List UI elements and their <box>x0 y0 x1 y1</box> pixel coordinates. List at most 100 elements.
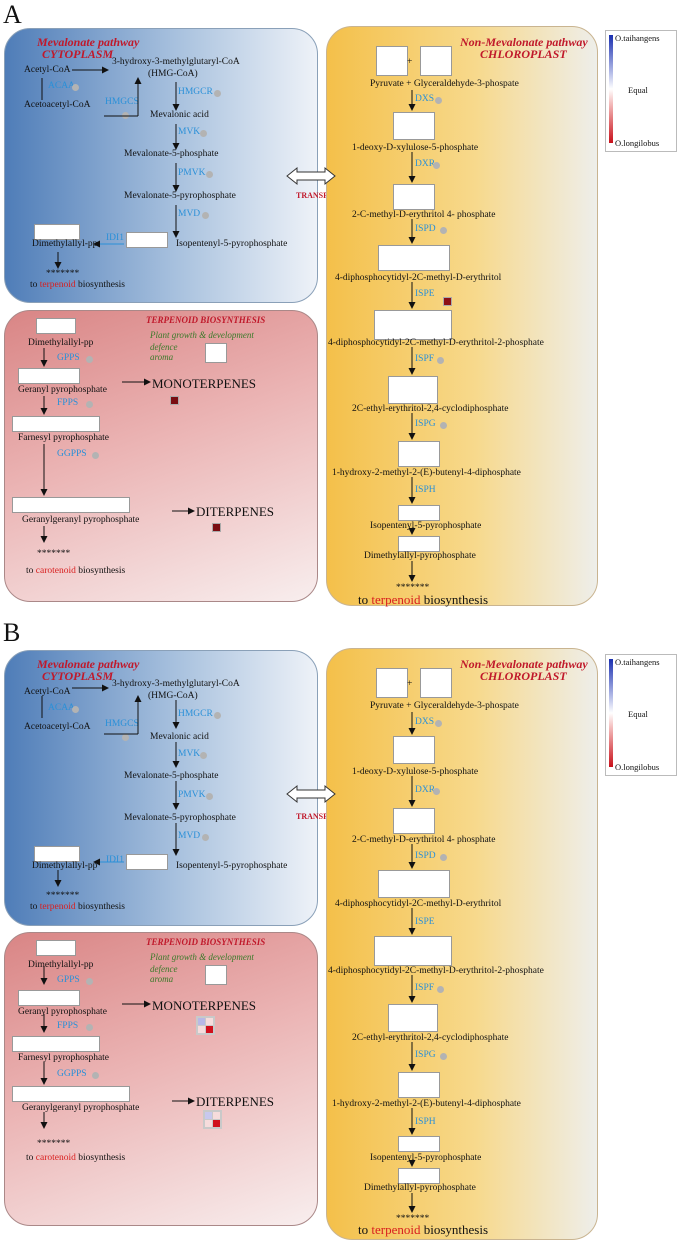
stars: ******* <box>46 891 80 901</box>
heatmap-cell <box>198 1018 205 1025</box>
cdp-me2p-structure-image <box>374 936 452 966</box>
heatmap-cell <box>205 1120 212 1127</box>
enzyme-hmgcs: HMGCS <box>105 719 139 729</box>
dmapp: Dimethylallyl-pyrophosphate <box>364 551 476 561</box>
color-legend: O.taihangens Equal O.longilobus <box>605 654 677 776</box>
mva-subtitle: CYTOPLASM <box>42 669 114 683</box>
mva-title: Mevalonate pathway <box>37 657 140 671</box>
mep-subtitle: CHLOROPLAST <box>480 47 567 61</box>
dmapp-structure-image <box>36 318 76 334</box>
enzyme-fpps: FPPS <box>57 1021 79 1031</box>
expression-dot <box>437 986 444 993</box>
ggpp-structure-image <box>12 1086 130 1102</box>
ipp: Isopentenyl-5-pyrophosphate <box>370 521 482 531</box>
hmbpp-structure-image <box>398 1072 440 1098</box>
hmg-coa-abbrev: (HMG-CoA) <box>148 691 198 701</box>
enzyme-gpps: GPPS <box>57 975 80 985</box>
expression-dot <box>435 97 442 104</box>
mevalonic-acid: Mevalonic acid <box>150 110 209 120</box>
cdp-me2p-structure-image <box>374 310 452 340</box>
monoterpenes: MONOTERPENES <box>152 998 257 1013</box>
legend-bottom-label: O.longilobus <box>615 138 660 148</box>
mevalonate-5-phosphate: Mevalonate-5-phosphate <box>124 771 219 781</box>
heatmap-cell <box>212 523 221 532</box>
enzyme-ispd: ISPD <box>415 851 436 861</box>
enzyme-mvd: MVD <box>178 209 201 219</box>
dmapp-structure-image <box>34 224 80 240</box>
to-terpenoid-text: to terpenoid biosynthesis <box>358 1222 489 1237</box>
pyruvate-structure-image <box>376 46 408 76</box>
plus-sign: + <box>407 679 413 689</box>
heatmap-cell <box>206 1026 213 1033</box>
farnesyl-pyrophosphate: Farnesyl pyrophosphate <box>18 1053 110 1063</box>
heatmap-cell <box>443 297 452 306</box>
acetoacetyl-coa: Acetoacetyl-CoA <box>24 100 91 110</box>
expression-dot <box>433 788 440 795</box>
g3p-structure-image <box>420 46 452 76</box>
mep-title: Non-Mevalonate pathway <box>460 657 588 671</box>
mep-structure-image <box>393 184 435 210</box>
enzyme-ispf: ISPF <box>415 354 435 364</box>
expression-dot <box>202 212 209 219</box>
enzyme-acaa: ACAA <box>48 703 75 713</box>
enzyme-dxs: DXS <box>415 94 435 104</box>
hmg-coa-name: 3-hydroxy-3-methylglutaryl-CoA <box>112 57 240 67</box>
transport-label: TRANSPORT <box>296 812 346 821</box>
legend-mid-label: Equal <box>628 85 648 95</box>
dmapp-structure-image <box>398 536 440 552</box>
expression-dot <box>86 1024 93 1031</box>
expression-dot <box>437 357 444 364</box>
geranyl-pyrophosphate: Geranyl pyrophosphate <box>18 1007 107 1017</box>
transport-arrow <box>286 166 336 186</box>
pyruvate-g3p: Pyruvate + Glyceraldehyde-3-phospate <box>370 79 519 89</box>
enzyme-dxr: DXR <box>415 159 436 169</box>
defence-text: defence <box>150 342 178 352</box>
mevalonate-5-pyrophosphate: Mevalonate-5-pyrophosphate <box>124 191 236 201</box>
enzyme-ggpps: GGPPS <box>57 449 87 459</box>
heatmap-cell <box>206 1018 213 1025</box>
legend-top-label: O.taihangens <box>615 33 660 43</box>
dmapp-structure-image <box>398 1168 440 1184</box>
dxp: 1-deoxy-D-xylulose-5-phosphate <box>352 767 479 777</box>
terpenoid-box <box>4 932 318 1226</box>
panel-label: A <box>3 0 22 29</box>
enzyme-idi1: IDI1 <box>106 233 124 243</box>
enzyme-dxr: DXR <box>415 785 436 795</box>
enzyme-hmgcr: HMGCR <box>178 709 213 719</box>
acetyl-coa: Acetyl-CoA <box>24 687 71 697</box>
expression-dot <box>440 1053 447 1060</box>
panel-b: B Mevalonate pathway CYTOPLASM Acetyl-Co… <box>0 618 683 1240</box>
enzyme-ggpps: GGPPS <box>57 1069 87 1079</box>
expression-dot <box>435 720 442 727</box>
dmapp-structure-image <box>36 940 76 956</box>
mecpp: 2C-ethyl-erythritol-2,4-cyclodiphosphate <box>352 1033 509 1043</box>
stars: ******* <box>396 583 430 593</box>
dxp-structure-image <box>393 112 435 140</box>
heatmap-grid-di <box>203 1110 222 1129</box>
enzyme-idi1: IDI1 <box>106 855 124 865</box>
ggpp-structure-image <box>12 497 130 513</box>
monoterpenes: MONOTERPENES <box>152 376 257 391</box>
enzyme-fpps: FPPS <box>57 398 79 408</box>
diterpenes: DITERPENES <box>196 1094 274 1109</box>
fpp-structure-image <box>12 1036 100 1052</box>
enzyme-ispg: ISPG <box>415 1050 436 1060</box>
enzyme-isph: ISPH <box>415 485 436 495</box>
heatmap-cell <box>170 396 179 405</box>
mecpp-structure-image <box>388 1004 438 1032</box>
mva-title: Mevalonate pathway <box>37 35 140 49</box>
ipp-structure-image <box>126 854 168 870</box>
cdp-me-structure-image <box>378 870 450 898</box>
expression-dot <box>86 356 93 363</box>
dimethylallyl-pp: Dimethylallyl-pp <box>32 239 98 249</box>
enzyme-ispe: ISPE <box>415 917 435 927</box>
hmbpp-structure-image <box>398 441 440 467</box>
stars: ******* <box>396 1214 430 1224</box>
heatmap-cell <box>213 1120 220 1127</box>
expression-dot <box>200 752 207 759</box>
chloroplast-box <box>326 26 598 606</box>
enzyme-mvk: MVK <box>178 127 201 137</box>
terpenoid-title: TERPENOID BIOSYNTHESIS <box>146 315 266 325</box>
plant-growth-text: Plant growth & development <box>150 952 254 962</box>
mep: 2-C-methyl-D-erythritol 4- phosphate <box>352 210 496 220</box>
